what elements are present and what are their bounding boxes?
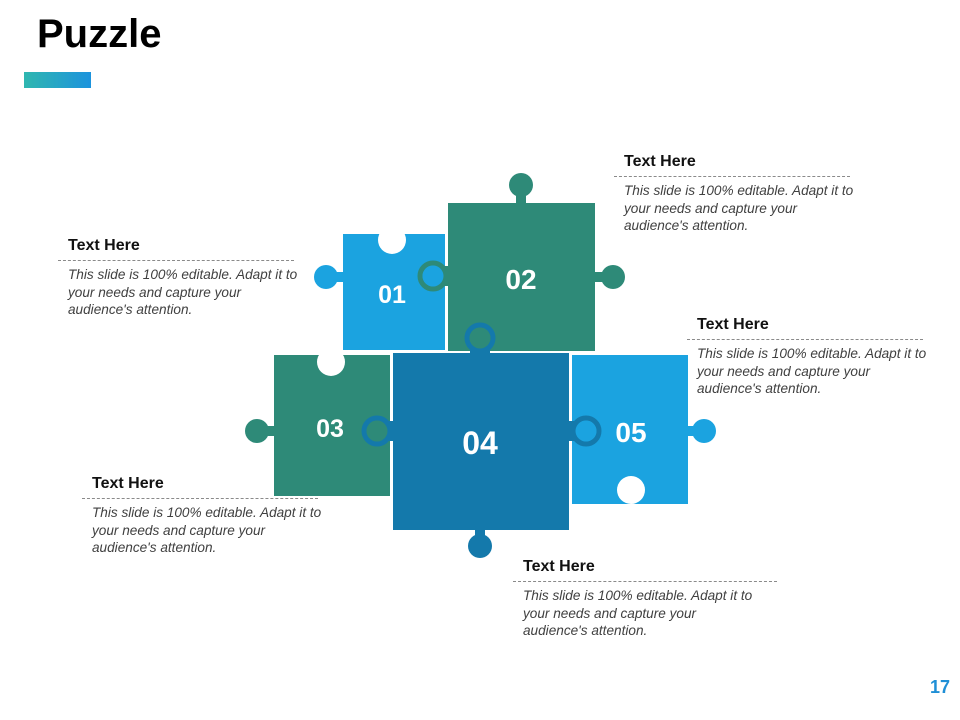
dashed-divider — [614, 176, 850, 177]
piece-04-body — [393, 353, 569, 530]
callout-body: This slide is 100% editable. Adapt it to… — [523, 588, 753, 638]
callout-heading: Text Here — [697, 316, 769, 333]
callout-body: This slide is 100% editable. Adapt it to… — [624, 183, 854, 233]
puzzle-piece-02[interactable]: 02 — [417, 173, 625, 351]
callout-heading: Text Here — [92, 475, 164, 492]
title-accent-bar — [24, 72, 91, 88]
slide-page-number: 17 — [929, 677, 950, 697]
callout-piece-02: Text Here This slide is 100% editable. A… — [614, 152, 853, 235]
piece-03-left-tab — [245, 419, 269, 443]
callout-body: This slide is 100% editable. Adapt it to… — [68, 267, 298, 317]
puzzle-piece-01[interactable]: 01 — [314, 226, 445, 350]
piece-05-bottom-notch — [617, 476, 645, 504]
callout-heading: Text Here — [624, 153, 696, 170]
piece-04-bottom-tab — [468, 534, 492, 558]
puzzle-piece-04[interactable]: 04 — [361, 322, 602, 558]
piece-03-top-notch — [317, 348, 345, 376]
piece-01-left-tab — [314, 265, 338, 289]
callout-heading: Text Here — [68, 237, 140, 254]
piece-04-number: 04 — [462, 425, 498, 461]
dashed-divider — [82, 498, 318, 499]
piece-01-number: 01 — [378, 281, 406, 309]
callout-heading: Text Here — [523, 558, 595, 575]
piece-05-number: 05 — [615, 417, 646, 448]
piece-01-top-notch — [378, 226, 406, 254]
piece-05-right-tab — [692, 419, 716, 443]
callout-body: This slide is 100% editable. Adapt it to… — [92, 505, 322, 555]
piece-02-number: 02 — [505, 264, 536, 295]
piece-02-top-tab — [509, 173, 533, 197]
dashed-divider — [687, 339, 923, 340]
callout-piece-01: Text Here This slide is 100% editable. A… — [58, 236, 297, 319]
dashed-divider — [58, 260, 294, 261]
slide-title: Puzzle — [37, 12, 162, 56]
callout-piece-04: Text Here This slide is 100% editable. A… — [513, 557, 777, 640]
callout-piece-05: Text Here This slide is 100% editable. A… — [687, 315, 926, 398]
callout-piece-03: Text Here This slide is 100% editable. A… — [82, 474, 321, 557]
dashed-divider — [513, 581, 777, 582]
piece-03-number: 03 — [316, 415, 344, 443]
callout-body: This slide is 100% editable. Adapt it to… — [697, 346, 927, 396]
piece-02-right-tab — [601, 265, 625, 289]
